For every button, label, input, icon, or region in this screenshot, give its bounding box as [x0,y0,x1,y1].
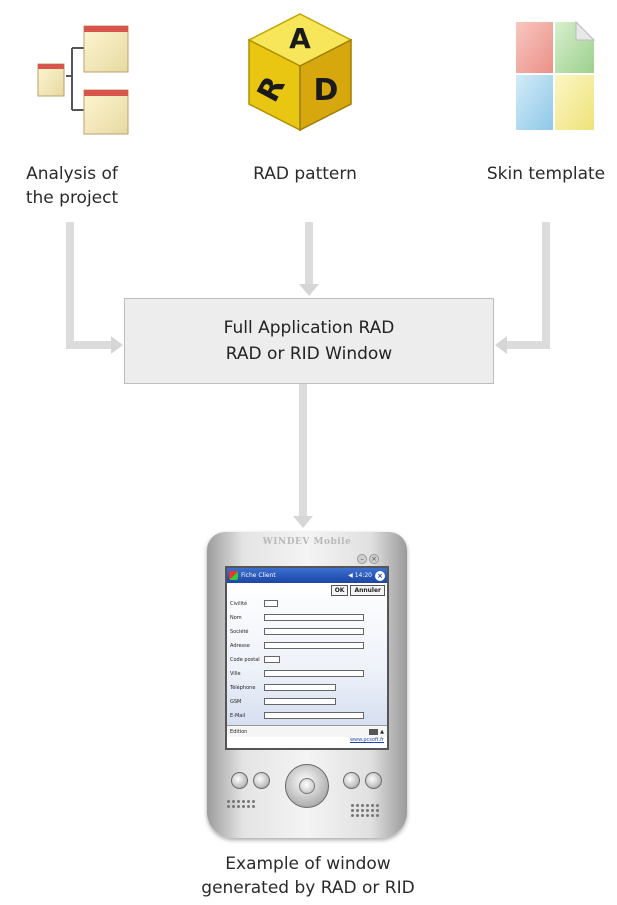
arrow-analysis-vertical [66,222,74,349]
telephone-field[interactable] [264,684,336,691]
cube-letter-right: D [314,73,339,108]
form-row-adresse: Adresse [230,641,364,650]
civilite-field[interactable] [264,600,278,607]
arrow-skin-horizontal [506,341,550,349]
speaker-grille-left [227,800,255,808]
arrowhead-skin [495,336,507,354]
close-icon: × [369,554,379,564]
window-title: Fiche Client [241,572,276,579]
process-box: Full Application RAD RAD or RID Window [124,298,494,384]
contacts-button[interactable] [253,772,270,789]
process-box-line1: Full Application RAD [223,318,395,338]
form-row-email: E-Mail [230,711,364,720]
field-label: Adresse [230,642,250,649]
window-title-bar: Fiche Client ◀ 14:20 × [227,568,387,583]
email-field[interactable] [264,712,364,719]
speaker-icon: ◀ [348,572,353,579]
arrow-rad-vertical [305,222,313,284]
minimize-icon: – [357,554,367,564]
home-button[interactable] [365,772,382,789]
form-row-gsm: GSM [230,697,336,706]
field-label: GSM [230,698,242,705]
keyboard-icon[interactable] [369,728,379,735]
code-postal-field[interactable] [264,656,280,663]
field-label: Société [230,628,249,635]
skin-template-icon [516,20,596,130]
arrowhead-rad [299,284,319,296]
navigation-pad[interactable] [285,764,329,808]
form-row-nom: Nom [230,613,364,622]
pda-device: WINDEV Mobile – × Fiche Client ◀ 14:20 ×… [207,532,407,838]
cancel-button[interactable]: Annuler [350,585,385,596]
source-label-rad-pattern: RAD pattern [253,164,357,184]
windows-start-icon[interactable] [229,571,238,580]
gsm-field[interactable] [264,698,336,705]
form-row-telephone: Téléphone [230,683,336,692]
window-close-icon[interactable]: × [375,570,385,581]
menu-bar: Edition ▲ [227,725,387,737]
form-row-code-postal: Code postal [230,655,280,664]
field-label: E-Mail [230,712,246,719]
form-row-civilite: Civilité [230,599,278,608]
pda-screen: Fiche Client ◀ 14:20 × OK Annuler Civili… [225,566,389,750]
form-row-societe: Société [230,627,364,636]
pda-brand-text: WINDEV Mobile [262,537,352,547]
edition-menu[interactable]: Edition [230,728,248,735]
speaker-grille-right [351,804,379,817]
website-link[interactable]: www.pcsoft.fr [349,737,384,743]
ville-field[interactable] [264,670,364,677]
result-caption: Example of window generated by RAD or RI… [201,854,415,898]
cube-letter-top: A [289,22,311,55]
chevron-up-icon[interactable]: ▲ [380,728,384,735]
adresse-field[interactable] [264,642,364,649]
field-label: Civilité [230,600,248,607]
field-label: Ville [230,670,241,677]
calendar-button[interactable] [231,772,248,789]
source-label-analysis: Analysis of the project [25,164,119,208]
field-label: Téléphone [230,684,256,691]
arrowhead-output [293,516,313,528]
field-label: Nom [230,614,242,621]
rad-cube-icon: A R D [247,13,353,132]
process-box-line2: RAD or RID Window [225,344,393,364]
inbox-button[interactable] [343,772,360,789]
arrowhead-analysis [111,336,123,354]
navigation-pad-center[interactable] [299,778,315,794]
arrow-output-vertical [299,384,307,517]
field-label: Code postal [230,656,260,663]
hierarchy-diagram-icon [37,25,129,135]
arrow-skin-vertical [542,222,550,349]
form-row-ville: Ville [230,669,364,678]
societe-field[interactable] [264,628,364,635]
client-form: OK Annuler Civilité Nom Société Adresse … [227,583,387,725]
clock: 14:20 [354,572,372,579]
arrow-analysis-horizontal [66,341,112,349]
ok-button[interactable]: OK [330,585,349,596]
source-label-skin-template: Skin template [486,164,606,184]
nom-field[interactable] [264,614,364,621]
